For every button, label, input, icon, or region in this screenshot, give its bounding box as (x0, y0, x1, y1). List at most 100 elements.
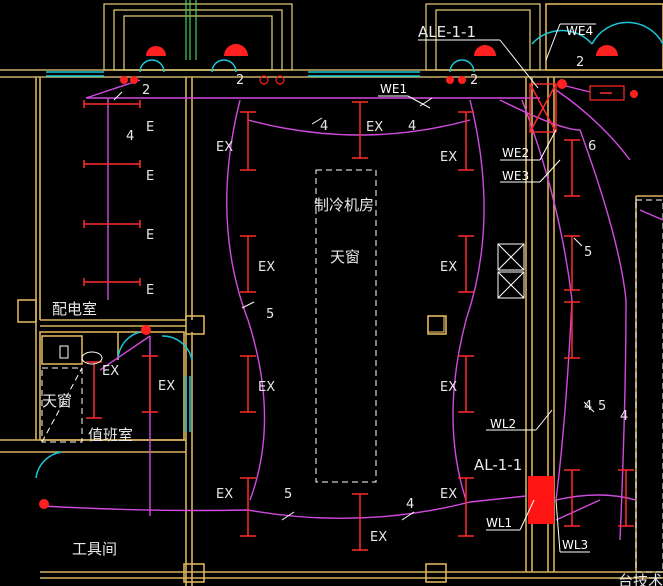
switch-icon (39, 499, 49, 509)
switch-icon (446, 76, 454, 84)
switch-icon (120, 76, 128, 84)
green-lines (185, 0, 197, 60)
count-2-d: 2 (576, 55, 584, 70)
skylight-duty-outline (41, 367, 83, 443)
windows (35, 21, 663, 479)
label-ex-a2: EX (258, 260, 275, 275)
sink-icon (59, 345, 69, 359)
label-e-2: E (146, 169, 154, 184)
count-5-d: 5 (598, 399, 606, 414)
toilet-icon (81, 351, 103, 365)
switch-icon (557, 79, 567, 89)
fixture-ex-c3 (458, 355, 474, 413)
box-small (427, 315, 445, 333)
count-4-b: 4 (320, 119, 328, 134)
count-4-a: 4 (126, 129, 134, 144)
label-ex-c1: EX (440, 150, 457, 165)
switch-icon (458, 76, 466, 84)
label-wl2: WL2 (490, 417, 516, 431)
fixture-e-4 (83, 278, 141, 286)
count-4-d: 4 (406, 497, 414, 512)
fixture-e-3 (83, 220, 141, 228)
fixture-ex-b1 (352, 101, 368, 159)
skylight-duty-label: 天窗 (42, 392, 72, 410)
vent-2 (497, 271, 525, 299)
label-ex-c2: EX (440, 260, 457, 275)
label-we2: WE2 (502, 146, 529, 160)
fixture-ex-a2 (240, 235, 256, 293)
fixture-r5 (618, 469, 634, 527)
exit-sign (589, 85, 625, 101)
label-ex-b2: EX (370, 530, 387, 545)
equipment (59, 83, 625, 524)
fixture-r2 (564, 235, 580, 291)
switch-icon (630, 90, 638, 98)
ceiling-lamps (39, 44, 638, 509)
ex-fixtures (86, 101, 634, 551)
vent-1 (497, 243, 525, 271)
label-we4: WE4 (566, 24, 593, 38)
count-2-a: 2 (142, 83, 150, 98)
lamp-icon (146, 46, 166, 56)
power-room-fixtures (83, 100, 141, 286)
panel-ale11 (529, 83, 557, 133)
count-2-c: 2 (470, 73, 478, 88)
fixture-e-1 (83, 100, 141, 108)
count-5-a: 5 (266, 307, 274, 322)
label-we1: WE1 (380, 82, 407, 96)
switch-icon (275, 75, 285, 85)
label-ale11: ALE-1-1 (418, 23, 476, 41)
lamp-icon (224, 44, 248, 56)
fixture-ex-a4 (240, 477, 256, 537)
count-4-f: 4 (620, 409, 628, 424)
room-duty-label: 值班室 (88, 426, 133, 444)
count-4-c: 4 (408, 119, 416, 134)
switch-icon (130, 76, 138, 84)
fixture-ex-d2 (86, 361, 102, 419)
fixture-ex-a1 (240, 111, 256, 171)
label-we3: WE3 (502, 169, 529, 183)
fixture-ex-a3 (240, 355, 256, 413)
count-5-c: 5 (584, 245, 592, 260)
label-e-1: E (146, 120, 154, 135)
fixture-r4 (564, 469, 580, 527)
wiring (41, 79, 663, 541)
panel-al11 (528, 476, 554, 524)
room-tools-label: 工具间 (72, 540, 117, 558)
room-chiller-label: 制冷机房 (314, 196, 374, 214)
label-ex-c4: EX (440, 487, 457, 502)
label-ex-d2: EX (102, 364, 119, 379)
fixture-ex-d1 (142, 355, 158, 413)
skylight-main-outline (315, 169, 377, 483)
fixture-ex-c1 (458, 111, 474, 171)
label-wl3: WL3 (562, 538, 588, 552)
text-labels: ALE-1-1 WE4 WE1 WE2 WE3 WL2 WL1 WL3 AL-1… (42, 23, 663, 586)
label-al11: AL-1-1 (474, 456, 522, 474)
bottom-cut-label: 台技术 (618, 572, 663, 586)
lamp-icon (474, 45, 496, 56)
wire-ticks (113, 91, 595, 521)
label-e-4: E (146, 283, 154, 298)
label-ex-a1: EX (216, 140, 233, 155)
fixture-r1 (564, 139, 580, 197)
count-2-b: 2 (236, 73, 244, 88)
lamp-icon (596, 45, 618, 56)
skylight-main-label: 天窗 (330, 248, 360, 266)
room-power-label: 配电室 (52, 300, 97, 318)
fixture-e-2 (83, 160, 141, 168)
label-ex-d1: EX (158, 379, 175, 394)
label-ex-b1: EX (366, 120, 383, 135)
label-e-3: E (146, 228, 154, 243)
switch-icon (259, 75, 269, 85)
fixture-ex-c4 (458, 477, 474, 537)
label-wl1: WL1 (486, 516, 512, 530)
label-ex-a3: EX (258, 380, 275, 395)
fixture-r3 (564, 301, 580, 359)
switch-icon (141, 325, 151, 335)
label-ex-c3: EX (440, 380, 457, 395)
fixture-ex-b2 (352, 493, 368, 551)
count-5-b: 5 (284, 487, 292, 502)
label-ex-a4: EX (216, 487, 233, 502)
leaders (378, 23, 596, 553)
